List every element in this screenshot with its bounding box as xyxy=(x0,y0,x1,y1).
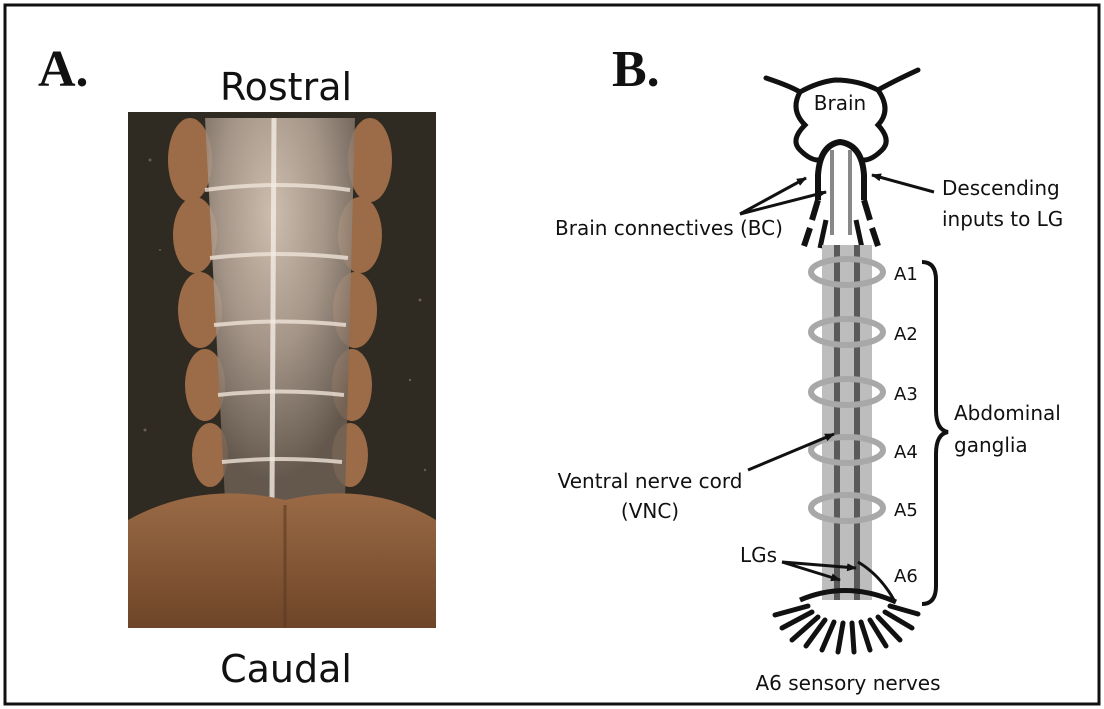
label-a2: A2 xyxy=(894,324,918,345)
panel-b-letter: B. xyxy=(612,41,660,98)
rostral-label: Rostral xyxy=(220,65,352,109)
dissection-photo xyxy=(128,112,436,628)
label-a6: A6 xyxy=(894,566,918,587)
midline-cord xyxy=(272,118,274,500)
abdominal-label-line1: Abdominal xyxy=(954,401,1061,425)
descending-inputs-line1: Descending xyxy=(942,176,1060,200)
label-a4: A4 xyxy=(894,442,918,463)
tail-fan xyxy=(128,493,436,628)
caudal-label: Caudal xyxy=(220,647,352,691)
label-a3: A3 xyxy=(894,384,918,405)
brain-label: Brain xyxy=(814,91,866,115)
sensory-nerves-label: A6 sensory nerves xyxy=(756,671,941,695)
vnc-label-line2: (VNC) xyxy=(621,499,679,523)
label-a5: A5 xyxy=(894,500,918,521)
lgs-label: LGs xyxy=(740,543,777,567)
descending-inputs-line2: inputs to LG xyxy=(942,207,1063,231)
label-a1: A1 xyxy=(894,264,918,285)
vnc-label-line1: Ventral nerve cord xyxy=(558,469,743,493)
cord-body xyxy=(205,118,355,500)
panel-a-letter: A. xyxy=(38,41,89,98)
abdominal-label-line2: ganglia xyxy=(954,433,1028,457)
ventral-nerve-cord xyxy=(822,245,872,600)
brain-connectives-label: Brain connectives (BC) xyxy=(555,216,783,240)
